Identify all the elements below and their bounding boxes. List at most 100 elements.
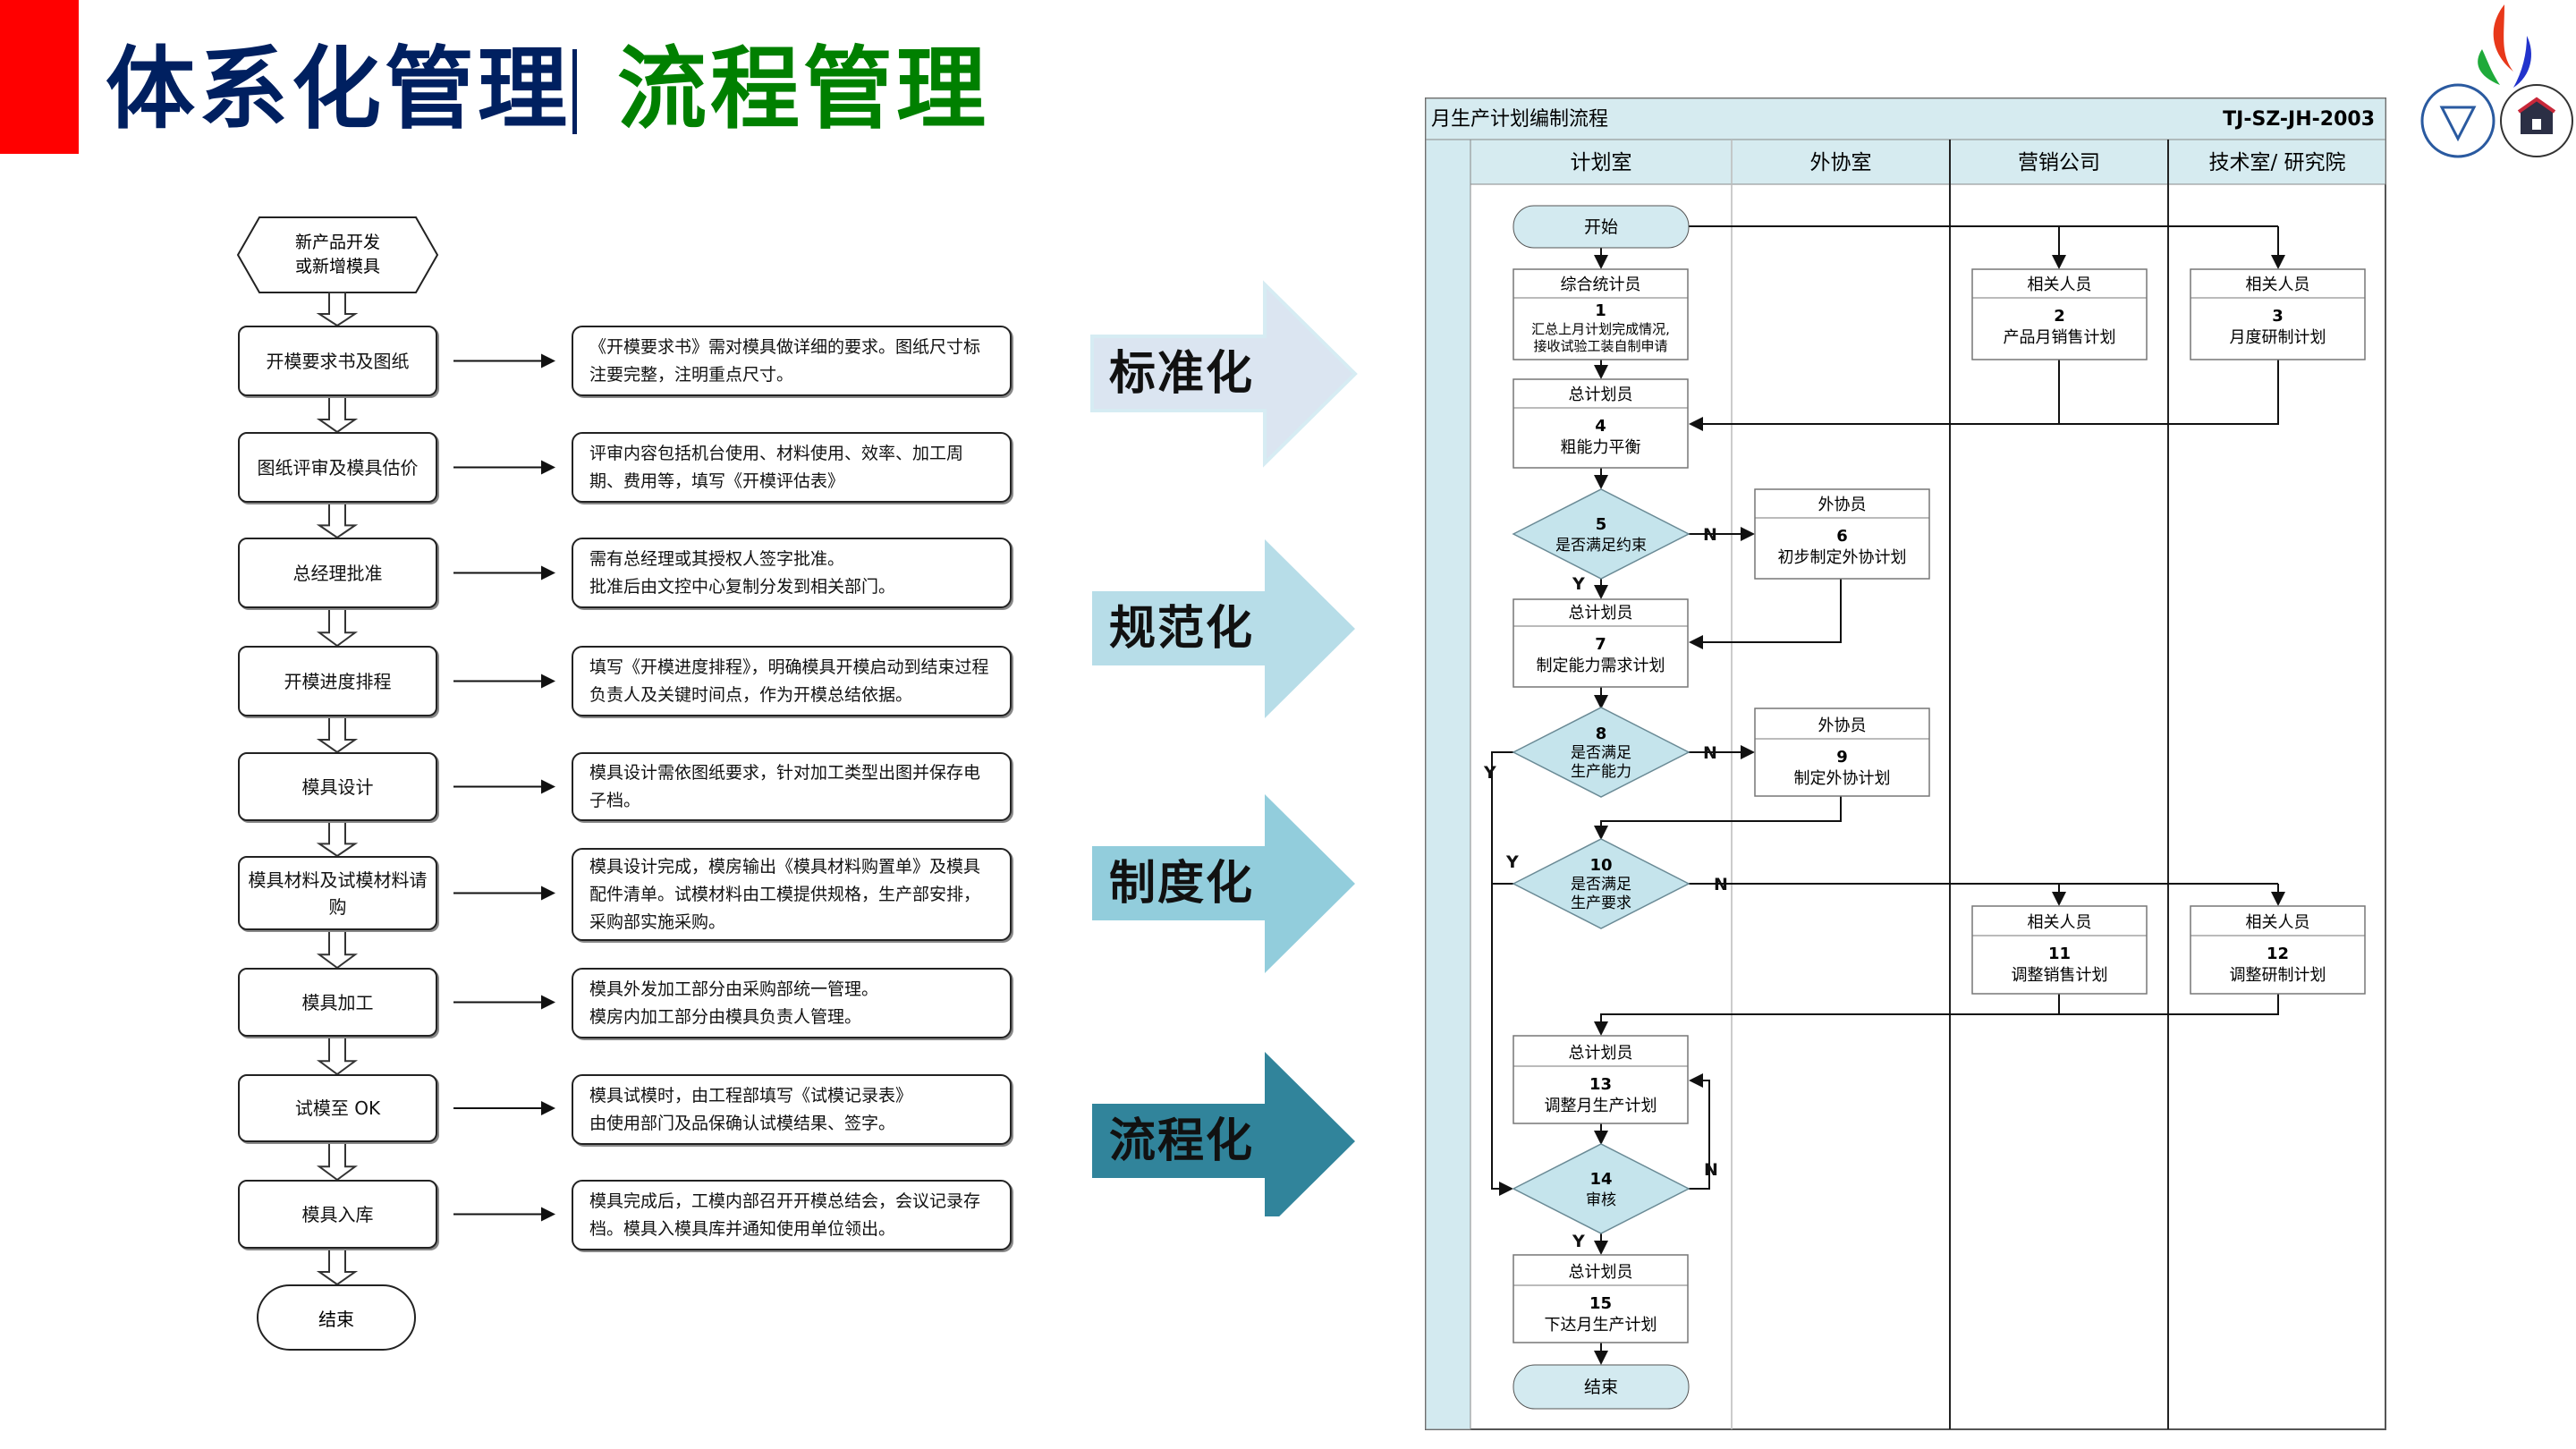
box-text: 下达月生产计划 (1545, 1316, 1657, 1335)
decision-diamond-n5: 5 是否满足约束 (1512, 488, 1690, 580)
box-text: 制定能力需求计划 (1537, 657, 1665, 675)
step-description: 《开模要求书》需对模具做详细的要求。图纸尺寸标注要完整，注明重点尺寸。 (572, 326, 1012, 396)
box-role: 外协员 (1818, 496, 1867, 514)
label-institutionalization: 制度化 (1108, 857, 1254, 911)
box-number: 3 (2272, 307, 2284, 326)
box-role: 总计划员 (1569, 604, 1633, 623)
box-number: 13 (1589, 1075, 1612, 1094)
down-arrow-icon (316, 820, 359, 858)
step-description: 需有总经理或其授权人签字批准。 批准后由文控中心复制分发到相关部门。 (572, 538, 1012, 608)
step-description: 模具外发加工部分由采购部统一管理。 模房内加工部分由模具负责人管理。 (572, 968, 1012, 1038)
box-role: 相关人员 (2246, 913, 2310, 932)
decision-number: 14 (1589, 1170, 1612, 1189)
process-box-n6: 外协员 6 初步制定外协计划 (1754, 488, 1930, 580)
process-box-n13: 总计划员 13 调整月生产计划 (1513, 1035, 1689, 1124)
decision-text: 是否满足约束 (1555, 537, 1647, 555)
box-role: 相关人员 (2028, 275, 2092, 294)
process-step: 模具入库 (238, 1180, 437, 1249)
end-terminal (1513, 1364, 1690, 1410)
decision-text: 生产能力 (1571, 763, 1631, 781)
decision-number: 5 (1596, 515, 1607, 534)
down-arrow-icon (316, 292, 359, 327)
arrow-institutionalization (1092, 794, 1355, 973)
box-role: 总计划员 (1569, 1263, 1633, 1282)
flame-red-icon (2493, 4, 2513, 72)
label-process: 流程化 (1108, 1114, 1254, 1168)
doc-code: TJ-SZ-JH-2003 (2223, 108, 2375, 131)
step-description: 评审内容包括机台使用、材料使用、效率、加工周期、费用等，填写《开模评估表》 (572, 432, 1012, 503)
yes-label: Y (1572, 574, 1585, 594)
yes-label: Y (1572, 1232, 1585, 1251)
box-text: 粗能力平衡 (1561, 438, 1641, 457)
process-step: 模具设计 (238, 752, 437, 821)
arrow-standardization (1090, 280, 1358, 468)
decision-text: 是否满足 (1571, 744, 1631, 762)
box-text: 汇总上月计划完成情况, (1531, 321, 1670, 337)
process-box-n12: 相关人员 12 调整研制计划 (2190, 905, 2366, 995)
lane-header-row (1425, 139, 2386, 185)
down-arrow-icon (316, 1141, 359, 1182)
no-label: N (1703, 525, 1717, 545)
accent-bar (0, 0, 79, 154)
box-number: 7 (1595, 635, 1606, 654)
swimlane-title-bar (1425, 97, 2386, 140)
lane-side-stripe (1425, 139, 1471, 1430)
yes-label: Y (1483, 763, 1496, 783)
step-description: 填写《开模进度排程》，明确模具开模启动到结束过程负责人及关键时间点，作为开模总结… (572, 646, 1012, 716)
no-label: N (1714, 875, 1728, 894)
box-text: 初步制定外协计划 (1778, 548, 1907, 567)
yes-label: Y (1505, 852, 1519, 872)
flame-blue-icon (2513, 36, 2531, 88)
process-step: 开模进度排程 (238, 646, 437, 716)
label-standardization: 标准化 (1108, 347, 1254, 401)
box-number: 6 (1836, 527, 1848, 546)
block-arrows (1090, 280, 1358, 1216)
lane-tech-research: 技术室/ 研究院 (2208, 151, 2345, 174)
down-arrow-icon (316, 1036, 359, 1076)
box-role: 总计划员 (1569, 386, 1633, 404)
process-step: 模具材料及试模材料请购 (238, 856, 437, 930)
box-number: 1 (1595, 301, 1606, 320)
decision-text: 是否满足 (1571, 876, 1631, 894)
process-box-n4: 总计划员 4 粗能力平衡 (1513, 378, 1689, 469)
seal-left-icon (2420, 83, 2496, 158)
box-number: 4 (1595, 417, 1606, 436)
start-terminal (1513, 205, 1690, 249)
down-arrow-icon (316, 716, 359, 754)
label-normalization: 规范化 (1108, 602, 1254, 656)
process-step: 试模至 OK (238, 1074, 437, 1142)
box-text: 制定外协计划 (1794, 769, 1891, 788)
arrow-process (1092, 1052, 1355, 1216)
page-title: 体系化管理 (106, 37, 571, 141)
decision-number: 8 (1596, 724, 1607, 743)
box-number: 9 (1836, 748, 1848, 767)
box-role: 相关人员 (2246, 275, 2310, 294)
box-text: 接收试验工装自制申请 (1533, 338, 1667, 354)
step-description: 模具设计完成，模房输出《模具材料购置单》及模具配件清单。试模材料由工模提供规格，… (572, 848, 1012, 941)
box-text: 调整研制计划 (2230, 966, 2326, 985)
arrow-normalization (1092, 539, 1355, 718)
down-arrow-icon (316, 607, 359, 648)
process-step: 模具加工 (238, 968, 437, 1037)
box-role: 总计划员 (1569, 1044, 1633, 1063)
lane-marketing: 营销公司 (2018, 151, 2100, 174)
decision-number: 10 (1589, 856, 1612, 875)
box-text: 调整月生产计划 (1545, 1097, 1657, 1115)
box-number: 12 (2267, 945, 2289, 963)
page-subtitle: 流程管理 (617, 37, 989, 141)
start-label: 新产品开发 或新增模具 (294, 233, 380, 276)
no-label: N (1703, 743, 1717, 763)
no-label: N (1704, 1160, 1718, 1180)
start-hexagon (236, 216, 439, 293)
lane-plan-office: 计划室 (1571, 151, 1632, 174)
box-role: 相关人员 (2028, 913, 2092, 932)
down-arrow-icon (316, 929, 359, 970)
